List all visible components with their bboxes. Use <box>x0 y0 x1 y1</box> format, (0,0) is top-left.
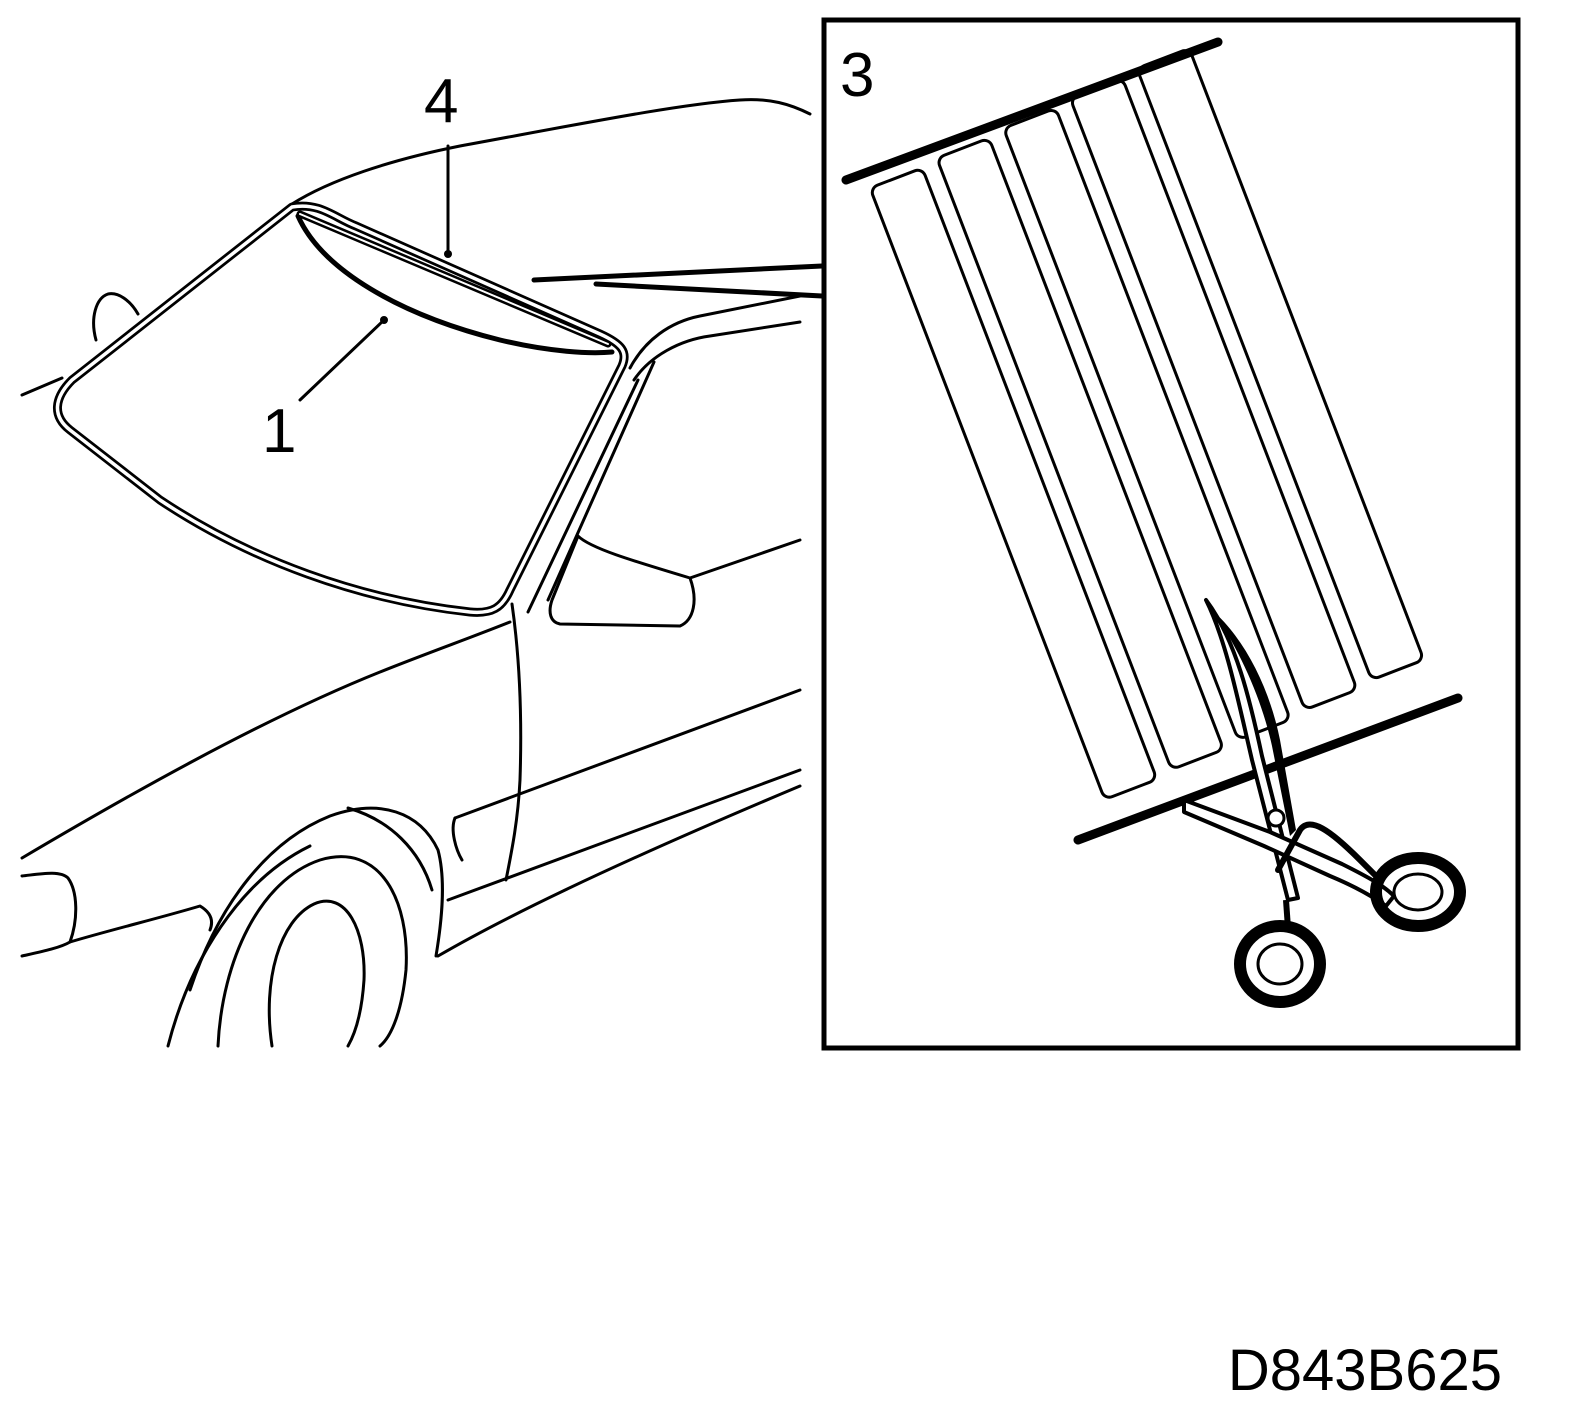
callout-4-label: 4 <box>424 67 458 136</box>
headlamp-outline <box>20 871 78 958</box>
adhesive-strip <box>1004 108 1290 739</box>
backing-bottom-edge <box>1073 693 1463 845</box>
a-pillar-outer <box>628 294 802 370</box>
hood-line <box>20 376 64 397</box>
callout-3-label: 3 <box>840 41 874 110</box>
adhesive-strips <box>870 49 1424 799</box>
scissors-handle-right <box>1370 852 1466 932</box>
callout-1-dot <box>380 316 388 324</box>
scissors-handle-left <box>1234 920 1326 1008</box>
detail-inset: 3 <box>821 17 1521 1051</box>
inset-pointer-upper <box>531 263 825 283</box>
adhesive-strip <box>1070 79 1357 709</box>
scissors-pivot <box>1266 808 1286 828</box>
callout-1-label: 1 <box>262 397 296 466</box>
callout-4-dot <box>444 250 452 258</box>
mirror-housing <box>92 292 140 342</box>
a-pillar-front <box>526 378 640 614</box>
wheel-arch-inner <box>166 844 312 1048</box>
backing-top-edge <box>841 37 1223 185</box>
adhesive-strip <box>937 138 1223 769</box>
body-sill <box>446 768 802 902</box>
roof-line <box>290 98 812 206</box>
a-pillar-front-inner <box>546 360 656 602</box>
wheel-rim <box>267 899 366 1048</box>
wheel-arch <box>188 806 444 992</box>
windshield <box>53 201 629 617</box>
wheel-tire <box>216 855 408 1048</box>
side-window-line <box>688 538 802 580</box>
inset-pointer-lower <box>593 281 825 299</box>
beltline-lower <box>451 816 464 862</box>
callout-1-leader <box>298 318 386 402</box>
bumper-line <box>68 904 214 944</box>
beltline <box>453 688 802 820</box>
a-pillar-inner <box>632 320 802 382</box>
hood-front-line <box>20 620 512 860</box>
scissors-icon <box>1182 598 1466 1008</box>
adhesive-strip <box>1137 49 1424 680</box>
side-window-corner <box>548 534 696 628</box>
adhesive-strip <box>870 168 1157 799</box>
car-illustration: 1 4 <box>20 67 825 1048</box>
body-sill-lower <box>436 784 802 958</box>
windshield-shade-band <box>295 213 615 356</box>
wheel-arch-edge <box>346 806 434 892</box>
door-seam <box>504 602 523 882</box>
figure-code: D843B625 <box>1228 1338 1502 1403</box>
